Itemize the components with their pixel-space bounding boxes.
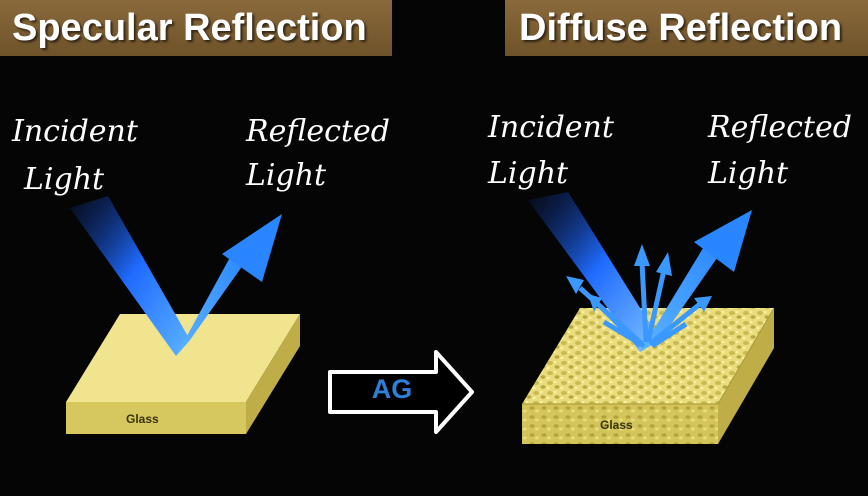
ag-label: AG [371, 374, 413, 404]
specular-title-banner: Specular Reflection [0, 0, 392, 56]
specular-title: Specular Reflection [12, 7, 367, 49]
diffuse-glass-block [522, 307, 775, 444]
diffuse-title-banner: Diffuse Reflection [505, 0, 868, 56]
right-arrow-icon [328, 350, 474, 434]
specular-glass-block [66, 314, 300, 434]
diffuse-reflected-label-line1: Reflected [708, 110, 852, 145]
diffuse-incident-ray [528, 192, 660, 352]
scattered-rays [566, 244, 712, 349]
specular-incident-label-line2: Light [24, 162, 105, 197]
specular-reflected-label-line1: Reflected [246, 114, 390, 149]
specular-incident-ray [70, 196, 190, 356]
diffuse-title: Diffuse Reflection [519, 7, 843, 49]
diffuse-reflected-ray [640, 210, 752, 352]
diffuse-reflected-label-line2: Light [708, 156, 789, 191]
diffuse-incident-label-line2: Light [488, 156, 569, 191]
specular-reflected-label-line2: Light [246, 158, 327, 193]
diffuse-glass-label: Glass [600, 418, 633, 432]
specular-glass-label: Glass [126, 412, 159, 426]
specular-incident-label-line1: Incident [12, 114, 138, 149]
specular-reflected-ray [176, 214, 282, 356]
diffuse-incident-label-line1: Incident [488, 110, 614, 145]
